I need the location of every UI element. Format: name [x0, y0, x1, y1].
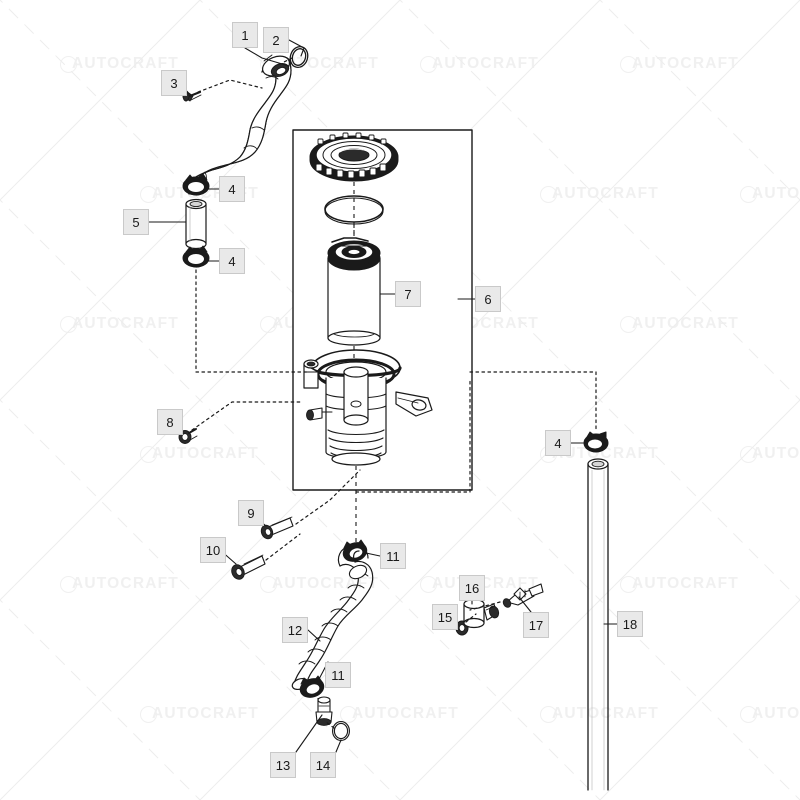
route-seal15: [465, 613, 477, 623]
route-bolt9-to-housing: [295, 469, 361, 525]
callout-label-6[interactable]: 6: [475, 286, 501, 312]
callout-label-11b[interactable]: 11: [325, 662, 351, 688]
callout-label-16[interactable]: 16: [459, 575, 485, 601]
part-fuel-fitting-13: [315, 696, 333, 726]
callout-label-12[interactable]: 12: [282, 617, 308, 643]
callout-leaders: [148, 39, 618, 753]
part-hose-clamp-4b: [182, 245, 210, 268]
part-filter-housing-body: [303, 349, 433, 466]
part-o-ring-seal-2: [289, 45, 309, 69]
callout-label-4b[interactable]: 4: [219, 248, 245, 274]
part-fuel-return-tube-18: [587, 458, 609, 791]
callout-label-8[interactable]: 8: [157, 409, 183, 435]
route-housing-bottom: [355, 377, 471, 493]
route-sensor-to-housing: [469, 601, 501, 611]
part-stud-bolt-9: [260, 516, 294, 540]
callout-label-4c[interactable]: 4: [545, 430, 571, 456]
callout-label-3[interactable]: 3: [161, 70, 187, 96]
callout-label-14[interactable]: 14: [310, 752, 336, 778]
part-long-bolt-10: [231, 554, 266, 580]
callout-label-17[interactable]: 17: [523, 612, 549, 638]
route-housing-to-tube: [469, 371, 597, 431]
callout-label-18[interactable]: 18: [617, 611, 643, 637]
callout-label-4a[interactable]: 4: [219, 176, 245, 202]
callout-label-7[interactable]: 7: [395, 281, 421, 307]
part-hose-clamp-11b: [299, 675, 325, 698]
callout-label-2[interactable]: 2: [263, 27, 289, 53]
callout-label-13[interactable]: 13: [270, 752, 296, 778]
route-bolt3-to-hose: [197, 79, 263, 93]
part-filter-cap: [309, 132, 399, 182]
part-connector-pipe-5: [185, 198, 207, 250]
callout-label-15[interactable]: 15: [432, 604, 458, 630]
part-filter-element-7: [327, 237, 381, 346]
part-sensor-probe-17: [502, 583, 544, 608]
callout-label-9[interactable]: 9: [238, 500, 264, 526]
route-bolt8-to-housing: [191, 401, 301, 431]
callout-label-5[interactable]: 5: [123, 209, 149, 235]
part-hose-clamp-4a: [182, 173, 210, 196]
callout-label-11a[interactable]: 11: [380, 543, 406, 569]
callout-label-1[interactable]: 1: [232, 22, 258, 48]
route-pipe-to-housing: [195, 269, 311, 373]
route-bolt10: [265, 533, 301, 561]
route-oring-to-hose: [283, 57, 293, 63]
route-washer14: [325, 721, 335, 729]
part-retaining-bolt-3: [182, 90, 202, 102]
part-upper-fuel-hose: [185, 54, 292, 195]
callout-label-10[interactable]: 10: [200, 537, 226, 563]
part-sensor-body-16: [463, 598, 500, 629]
